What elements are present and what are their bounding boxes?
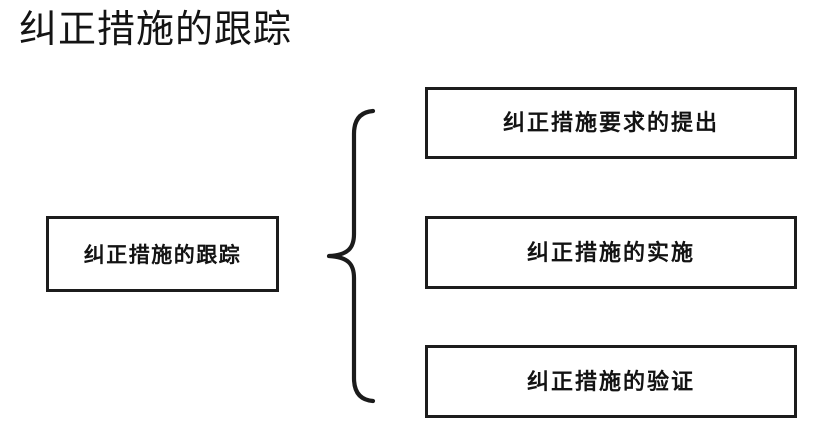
curly-brace-icon: [326, 108, 376, 404]
branch-node-label-1: 纠正措施要求的提出: [502, 110, 719, 136]
branch-node-label-3: 纠正措施的验证: [526, 368, 695, 395]
branch-node-box-2: 纠正措施的实施: [425, 216, 797, 289]
brace-connector: [318, 108, 388, 404]
page-title: 纠正措施的跟踪: [19, 7, 293, 51]
branch-node-label-2: 纠正措施的实施: [526, 239, 695, 266]
branch-node-box-1: 纠正措施要求的提出: [425, 87, 797, 159]
root-node-label: 纠正措施的跟踪: [83, 241, 242, 267]
root-node-box: 纠正措施的跟踪: [46, 216, 279, 292]
branch-node-box-3: 纠正措施的验证: [425, 345, 797, 418]
